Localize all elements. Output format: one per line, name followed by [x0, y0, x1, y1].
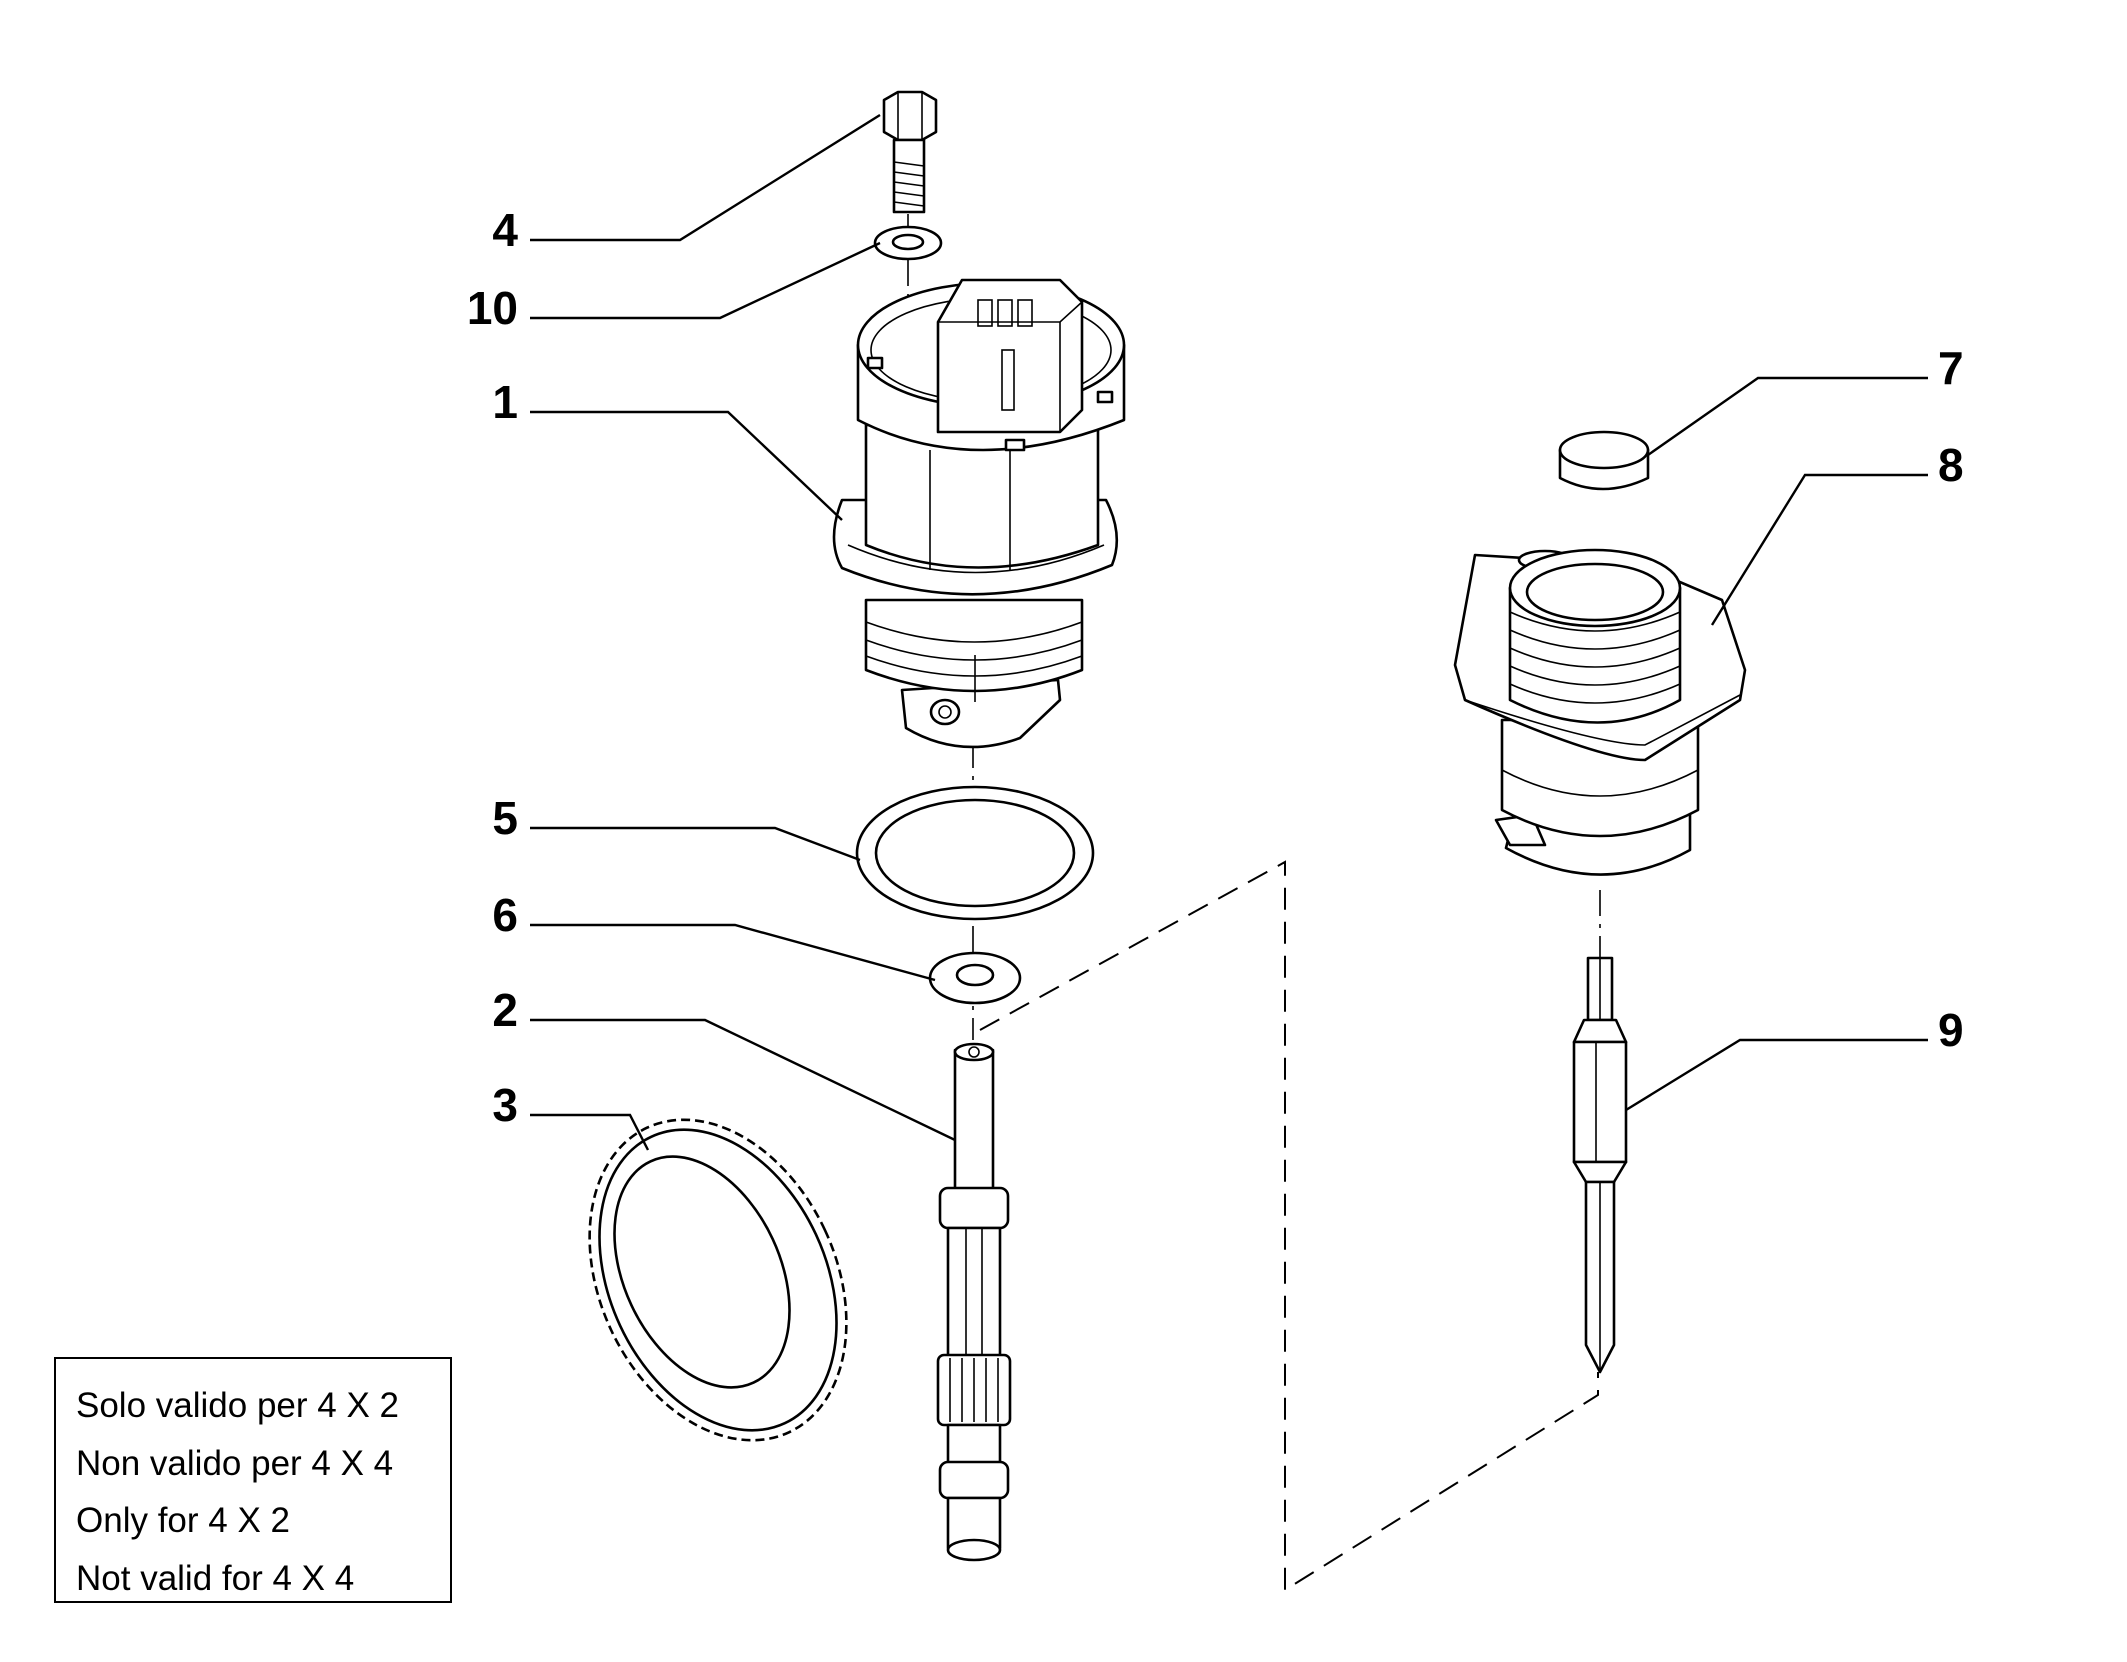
pinion-shaft-part-9 — [1572, 956, 1628, 1374]
callout-4: 4 — [492, 204, 518, 256]
washer-part-6 — [928, 951, 1022, 1005]
applicability-note-box: Solo valido per 4 X 2 Non valido per 4 X… — [54, 1357, 452, 1603]
note-line: Only for 4 X 2 — [76, 1501, 290, 1540]
note-line: Solo valido per 4 X 2 — [76, 1386, 399, 1425]
washer-part-10 — [873, 225, 943, 261]
sensor-body-part-1 — [832, 278, 1126, 749]
callout-9: 9 — [1938, 1004, 1964, 1056]
callout-5: 5 — [492, 792, 518, 844]
callout-2: 2 — [492, 984, 518, 1036]
callout-3: 3 — [492, 1079, 518, 1131]
leader-lines — [530, 113, 1928, 1151]
callout-labels: 4 10 1 5 6 2 3 7 8 9 — [467, 204, 1964, 1131]
note-line: Not valid for 4 X 4 — [76, 1558, 355, 1598]
note-line: Non valido per 4 X 4 — [76, 1443, 394, 1483]
o-ring-part-5 — [855, 785, 1095, 921]
callout-7: 7 — [1938, 342, 1964, 394]
assembly-boundary-dashed — [979, 860, 1599, 1592]
tone-ring-part-3 — [588, 1118, 848, 1442]
cap-part-7 — [1558, 430, 1650, 491]
callout-8: 8 — [1938, 439, 1964, 491]
bolt-part-4 — [882, 90, 938, 214]
callout-1: 1 — [492, 376, 518, 428]
adapter-housing-part-8 — [1453, 548, 1747, 876]
callout-10: 10 — [467, 282, 518, 334]
callout-6: 6 — [492, 889, 518, 941]
drive-shaft-part-2 — [936, 1042, 1012, 1562]
